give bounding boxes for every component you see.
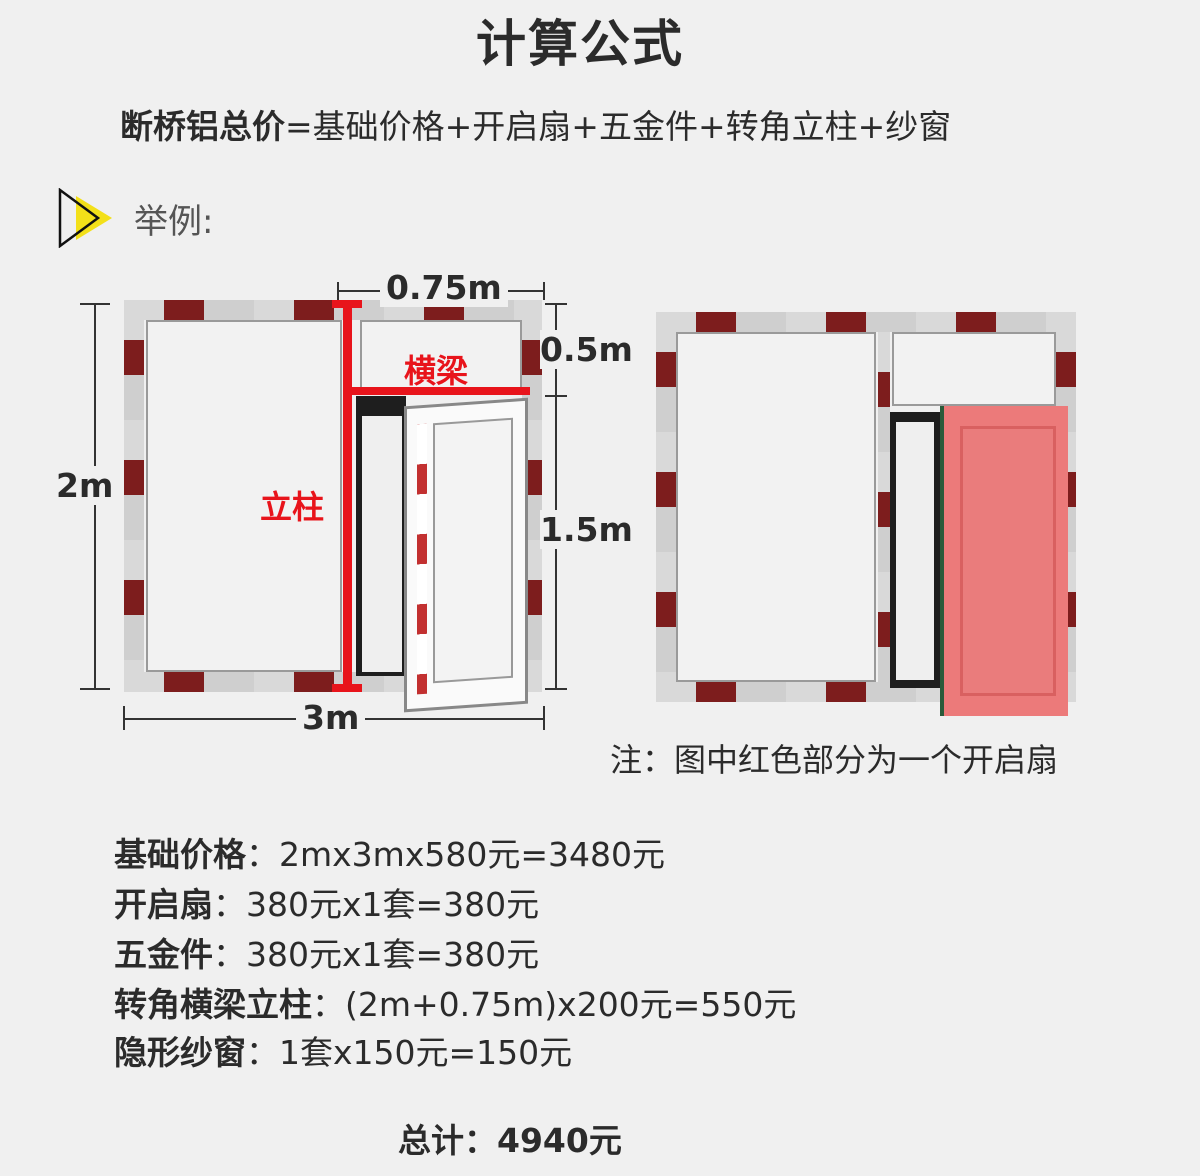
frame-left (124, 300, 144, 692)
calc-key: 开启扇 (114, 885, 213, 924)
dim-top-height: 0.5m (540, 330, 633, 369)
calc-row-sash: 开启扇：380元x1套=380元 (114, 878, 539, 926)
dim-sash-height: 1.5m (540, 510, 633, 549)
mullion-label: 立柱 (260, 488, 325, 526)
window-diagram-right (650, 300, 1090, 720)
play-arrow-icon (58, 188, 112, 248)
calc-sep: ： (312, 985, 345, 1024)
calc-sep: ： (246, 1033, 279, 1072)
page-title: 计算公式 (476, 15, 684, 73)
total-label: 总计： (398, 1121, 497, 1160)
dim-top-width: 0.75m (380, 268, 508, 307)
open-sash (404, 397, 528, 713)
calc-row-mullion-transom: 转角横梁立柱：(2m+0.75m)x200元=550元 (114, 978, 796, 1026)
calc-expr: 2mx3mx580元=3480元 (279, 835, 665, 874)
calc-key: 转角横梁立柱 (114, 985, 312, 1024)
formula-lhs: 断桥铝总价 (120, 107, 285, 146)
dim-total-width: 3m (296, 698, 366, 737)
mullion-cap-top (332, 300, 362, 308)
calc-key: 基础价格 (114, 835, 246, 874)
transom-highlight (350, 387, 530, 395)
calc-sep: ： (213, 885, 246, 924)
diagram-note: 注：图中红色部分为一个开启扇 (610, 741, 1059, 779)
calc-expr: 380元x1套=380元 (246, 935, 540, 974)
open-sash-red (940, 406, 1068, 716)
dim-tick-top-r (543, 282, 545, 300)
formula-rhs: =基础价格+开启扇+五金件+转角立柱+纱窗 (285, 107, 952, 146)
fixed-pane-top-right (892, 332, 1056, 406)
calc-expr: 1套x150元=150元 (279, 1033, 573, 1072)
dim-tick-left-t (80, 303, 110, 305)
calc-row-base-price: 基础价格：2mx3mx580元=3480元 (114, 828, 665, 876)
total-row: 总计：4940元 (398, 1114, 622, 1162)
calc-expr: 380元x1套=380元 (246, 885, 540, 924)
calc-row-hardware: 五金件：380元x1套=380元 (114, 928, 539, 976)
calc-expr: (2m+0.75m)x200元=550元 (345, 985, 797, 1024)
frame-top (656, 312, 1076, 332)
calc-row-screen: 隐形纱窗：1套x150元=150元 (114, 1026, 572, 1074)
dim-tick-bottom-l (123, 706, 125, 730)
dim-tick-right-t (545, 303, 567, 305)
dim-tick-top-l (337, 282, 339, 300)
dim-tick-bottom-r (543, 706, 545, 730)
dim-total-height: 2m (56, 466, 114, 505)
dim-tick-right-m (545, 395, 567, 397)
dim-line-right (555, 303, 557, 689)
mullion-cap-bottom (332, 684, 362, 692)
price-formula: 断桥铝总价=基础价格+开启扇+五金件+转角立柱+纱窗 (120, 100, 951, 148)
dim-tick-left-b (80, 688, 110, 690)
dim-tick-right-b (545, 688, 567, 690)
calc-key: 五金件 (114, 935, 213, 974)
calc-key: 隐形纱窗 (114, 1033, 246, 1072)
fixed-pane-left (676, 332, 876, 682)
example-label: 举例: (134, 201, 214, 242)
frame-left (656, 312, 676, 702)
fixed-pane-top-right (360, 320, 522, 392)
calc-sep: ： (246, 835, 279, 874)
window-diagram-left: 横梁 立柱 0.75m 2m 0.5m 1.5m 3m (0, 0, 650, 760)
example-heading: 举例: (58, 188, 213, 248)
mullion (878, 332, 890, 682)
calc-sep: ： (213, 935, 246, 974)
fixed-pane-left (146, 320, 342, 672)
sash-opening-inner (896, 422, 934, 680)
total-value: 4940元 (497, 1121, 622, 1160)
mullion-highlight (343, 300, 352, 692)
transom-label: 横梁 (404, 352, 469, 390)
sash-opening-inner (362, 416, 402, 672)
